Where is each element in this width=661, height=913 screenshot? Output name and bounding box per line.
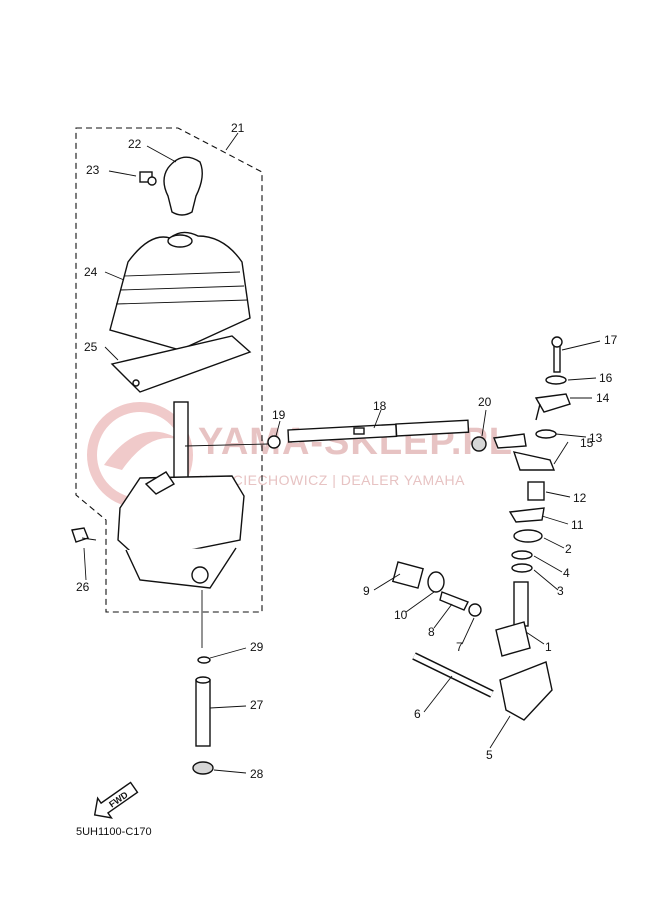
callout-1: 1 (545, 640, 552, 654)
callout-27: 27 (250, 698, 264, 712)
callout-3: 3 (557, 584, 564, 598)
callout-28: 28 (250, 767, 264, 781)
callout-17: 17 (604, 333, 618, 347)
callout-20: 20 (478, 395, 492, 409)
callout-10: 10 (394, 608, 408, 622)
shift-lever (117, 401, 245, 589)
callout-labels: 21 22 23 24 25 26 29 27 28 19 18 20 17 1… (76, 121, 618, 781)
shift-rod (267, 419, 487, 452)
diagram-code: 5UH1100-C170 (76, 826, 152, 838)
fwd-arrow-icon (93, 781, 139, 819)
callout-16: 16 (599, 371, 613, 385)
callout-8: 8 (428, 625, 435, 639)
callout-9: 9 (363, 584, 370, 598)
callout-26: 26 (76, 580, 90, 594)
callout-14: 14 (596, 391, 610, 405)
callout-23: 23 (86, 163, 100, 177)
leader-lines (83, 132, 601, 774)
assembly-boundary (75, 127, 263, 613)
watermark-line2: WOJCIECHOWICZ | DEALER YAMAHA (200, 472, 465, 488)
callout-25: 25 (84, 340, 98, 354)
knob (163, 156, 203, 216)
callout-11: 11 (571, 518, 584, 532)
callout-29: 29 (250, 640, 264, 654)
callout-19: 19 (272, 408, 286, 422)
lower-pin (192, 590, 214, 775)
callout-15: 15 (580, 436, 594, 450)
lever-bolt (71, 527, 97, 543)
callout-5: 5 (486, 748, 493, 762)
watermark-logo-swirl (104, 431, 180, 470)
shift-boot (109, 231, 251, 351)
callout-2: 2 (565, 542, 572, 556)
callout-21: 21 (231, 121, 245, 135)
callout-18: 18 (373, 399, 387, 413)
callout-4: 4 (563, 566, 570, 580)
callout-22: 22 (128, 137, 142, 151)
callout-24: 24 (84, 265, 98, 279)
shift-arm-assembly (391, 336, 571, 721)
callout-6: 6 (414, 707, 421, 721)
callout-12: 12 (573, 491, 587, 505)
fwd-arrow: FWD (93, 781, 139, 819)
callout-7: 7 (456, 640, 463, 654)
callout-13: 13 (589, 431, 603, 445)
boot-gasket (110, 335, 252, 393)
knob-screw (139, 171, 157, 186)
